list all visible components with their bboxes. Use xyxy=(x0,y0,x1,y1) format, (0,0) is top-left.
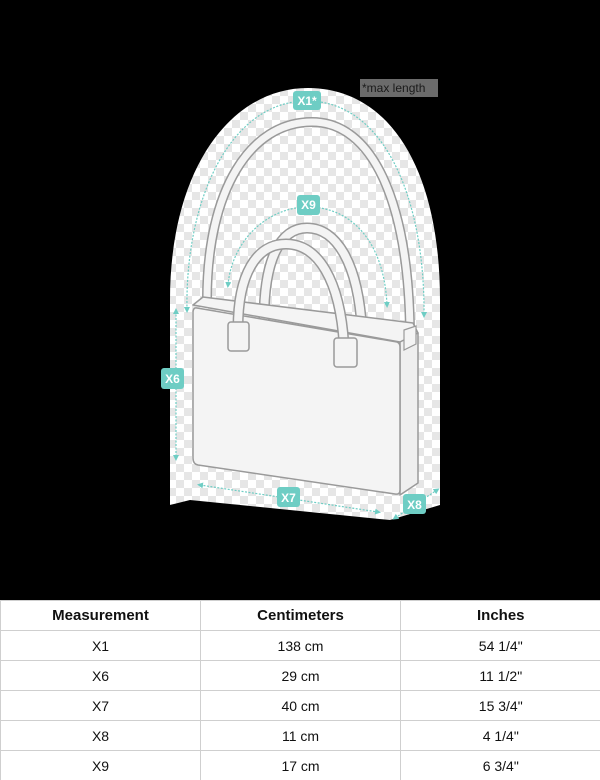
bag-measurement-illustration: *max length xyxy=(161,79,440,520)
centimeters-cell: 29 cm xyxy=(200,660,401,691)
inches-cell: 11 1/2" xyxy=(400,660,600,691)
badge-x1: X1* xyxy=(293,91,321,110)
centimeters-cell: 11 cm xyxy=(200,720,401,751)
measurement-cell: X1 xyxy=(0,630,201,661)
centimeters-cell: 17 cm xyxy=(200,750,401,780)
svg-text:X1*: X1* xyxy=(297,94,317,108)
centimeters-cell: 138 cm xyxy=(200,630,401,661)
badge-x9: X9 xyxy=(297,195,320,215)
measurement-cell: X9 xyxy=(0,750,201,780)
svg-text:X6: X6 xyxy=(165,372,180,386)
header-measurement: Measurement xyxy=(0,600,201,631)
bag-side xyxy=(399,332,419,496)
table-row: X9 17 cm 6 3/4" xyxy=(0,750,600,780)
table-row: X8 11 cm 4 1/4" xyxy=(0,720,600,751)
table-row: X1 138 cm 54 1/4" xyxy=(0,630,600,661)
table-header-row: Measurement Centimeters Inches xyxy=(0,600,600,631)
size-chart-table: Measurement Centimeters Inches X1 138 cm… xyxy=(0,600,600,780)
measurement-cell: X7 xyxy=(0,690,201,721)
inches-cell: 54 1/4" xyxy=(400,630,600,661)
inches-cell: 6 3/4" xyxy=(400,750,600,780)
svg-text:X8: X8 xyxy=(407,498,422,512)
back-handle xyxy=(258,222,368,331)
header-inches: Inches xyxy=(400,600,600,631)
badge-x6: X6 xyxy=(161,368,184,389)
x1-dimension-arc xyxy=(183,100,428,318)
inches-cell: 4 1/4" xyxy=(400,720,600,751)
right-handle-tab xyxy=(333,337,358,368)
centimeters-cell: 40 cm xyxy=(200,690,401,721)
measurement-cell: X8 xyxy=(0,720,201,751)
badge-x7: X7 xyxy=(277,487,300,507)
svg-text:X9: X9 xyxy=(301,198,316,212)
front-handle xyxy=(232,238,350,346)
table-row: X7 40 cm 15 3/4" xyxy=(0,690,600,721)
badge-x8: X8 xyxy=(403,494,426,514)
left-handle-tab xyxy=(227,321,250,352)
measurement-cell: X6 xyxy=(0,660,201,691)
max-length-note: *max length xyxy=(362,81,425,95)
shoulder-strap xyxy=(202,116,415,331)
header-centimeters: Centimeters xyxy=(200,600,401,631)
table-row: X6 29 cm 11 1/2" xyxy=(0,660,600,691)
inches-cell: 15 3/4" xyxy=(400,690,600,721)
svg-text:X7: X7 xyxy=(281,491,296,505)
